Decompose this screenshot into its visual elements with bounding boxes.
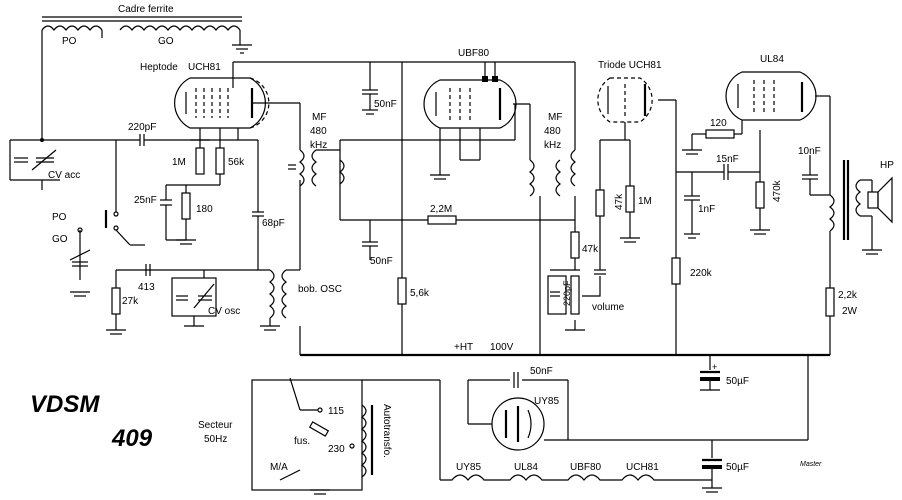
c-50uf-b-label: 50µF: [726, 462, 749, 473]
master-signature: Master: [800, 461, 822, 468]
po-switch-label: PO: [52, 212, 67, 223]
bob-osc-label: bob. OSC: [298, 284, 342, 295]
r-470k-label: 470k: [772, 179, 783, 202]
mf2-label-2: kHz: [544, 140, 561, 151]
tap-115-label: 115: [328, 406, 344, 417]
mf2-label-1: 480: [544, 126, 561, 137]
fil-ubf80-label: UBF80: [570, 462, 602, 473]
r-47k-a-label: 47k: [614, 193, 625, 210]
hp-label: HP: [880, 160, 894, 171]
fus-label: fus.: [294, 436, 310, 447]
tube-ubf80: UBF80: [423, 48, 530, 180]
title-line1: VDSM: [30, 391, 100, 418]
c-220pf: 220pF: [128, 122, 210, 146]
svg-text:+: +: [712, 362, 717, 372]
r-27k-label: 27k: [122, 296, 139, 307]
po-go-switch: PO GO: [52, 140, 145, 297]
c-15nf-label: 15nF: [716, 154, 739, 165]
cv-osc-label: CV osc: [208, 306, 240, 317]
hz-label: 50Hz: [204, 434, 227, 445]
heptode-label: Heptode: [140, 62, 178, 73]
volume-label: volume: [592, 302, 625, 313]
c-413-label: 413: [138, 282, 155, 293]
tube-triode-uch81: Triode UCH81 1M: [597, 60, 677, 258]
c-68pf: 68pF: [252, 140, 285, 270]
fil-uy85-label: UY85: [456, 462, 481, 473]
go-switch-label: GO: [52, 234, 68, 245]
autotransfo-label: Autotransfo.: [381, 404, 392, 458]
ul84-label: UL84: [760, 54, 784, 65]
agc-path: 2,2M 50nF 5,6k: [340, 204, 575, 305]
tube-uy85: UY85 50nF 50µF: [467, 366, 808, 493]
go-top-label: GO: [158, 36, 174, 47]
ht-label: +HT: [454, 342, 473, 353]
fil-uch81-label: UCH81: [626, 462, 659, 473]
power-supply: Autotransfo. Secteur 50Hz 115 230 fus. M…: [198, 377, 441, 495]
mf1-label-2: kHz: [310, 140, 327, 151]
r-1m-a: 1M: [172, 147, 205, 175]
ma-label: M/A: [270, 462, 288, 473]
ferrite-antenna: Cadre ferrite PO GO: [41, 4, 252, 140]
r-1m-b-label: 1M: [638, 196, 652, 207]
r-47k-b-label: 47k: [582, 244, 599, 255]
mf2-transformer: MF 480 kHz: [529, 104, 576, 355]
filament-chain: UY85 UL84 UBF80 UCH81: [440, 462, 712, 481]
cv-acc: CV acc: [9, 138, 140, 190]
uch81-label: UCH81: [188, 62, 221, 73]
tap-230-label: 230: [328, 444, 345, 455]
title-line2: 409: [111, 425, 153, 452]
c-50uf-a-label: 50µF: [726, 376, 749, 387]
fil-ul84-label: UL84: [514, 462, 538, 473]
top-ht-wiring: 50nF: [340, 61, 576, 355]
mf1-label-1: 480: [310, 126, 327, 137]
c-220pf-b-label: 220pF: [562, 280, 572, 306]
r-22m-label: 2,2M: [430, 204, 452, 215]
c-50nf-b-label: 50nF: [370, 256, 393, 267]
tube-uch81-heptode: Heptode UCH81: [140, 61, 402, 150]
secteur-label: Secteur: [198, 420, 233, 431]
c-50nf-c-label: 50nF: [530, 366, 553, 377]
detector-volume: 47k 220pF volume 47k: [547, 140, 625, 331]
po-top-label: PO: [62, 36, 77, 47]
uy85-label: UY85: [534, 396, 559, 407]
c-220pf-label: 220pF: [128, 122, 156, 133]
r-220k-label: 220k: [690, 268, 713, 279]
c-1nf-label: 1nF: [698, 204, 715, 215]
ht-bus: +HT 100V 50µF +: [299, 326, 830, 440]
tube-ul84: UL84 120: [682, 54, 831, 195]
c-68pf-label: 68pF: [262, 218, 285, 229]
r-180: 180: [181, 185, 213, 240]
r-56k-b-label: 5,6k: [410, 288, 430, 299]
c-10nf-label: 10nF: [798, 146, 821, 157]
output-transformer: 10nF 2,2k 2W HP: [798, 146, 894, 355]
mf1-transformer: MF 480 kHz: [288, 112, 345, 220]
cv-acc-label: CV acc: [48, 170, 80, 181]
audio-coupling: 15nF 1nF 220k 470k: [671, 130, 783, 355]
c-50nf-a-label: 50nF: [374, 99, 397, 110]
v100-label: 100V: [490, 342, 514, 353]
r-1m-a-label: 1M: [172, 157, 186, 168]
r-22k-label: 2,2k: [838, 290, 858, 301]
r-180-label: 180: [196, 204, 213, 215]
r-56k-label: 56k: [228, 157, 245, 168]
oscillator-section: 413 27k CV osc bob. OSC: [106, 180, 342, 335]
c-25nf: 25nF: [134, 184, 196, 245]
w2-label: 2W: [842, 306, 858, 317]
mf1-label-0: MF: [312, 112, 326, 123]
r-56k: 56k: [186, 147, 245, 186]
c-25nf-label: 25nF: [134, 195, 157, 206]
ubf80-label: UBF80: [458, 48, 490, 59]
cadre-label: Cadre ferrite: [118, 4, 174, 15]
mf2-label-0: MF: [548, 112, 562, 123]
triode-label: Triode UCH81: [598, 60, 662, 71]
r-120-label: 120: [710, 118, 727, 129]
